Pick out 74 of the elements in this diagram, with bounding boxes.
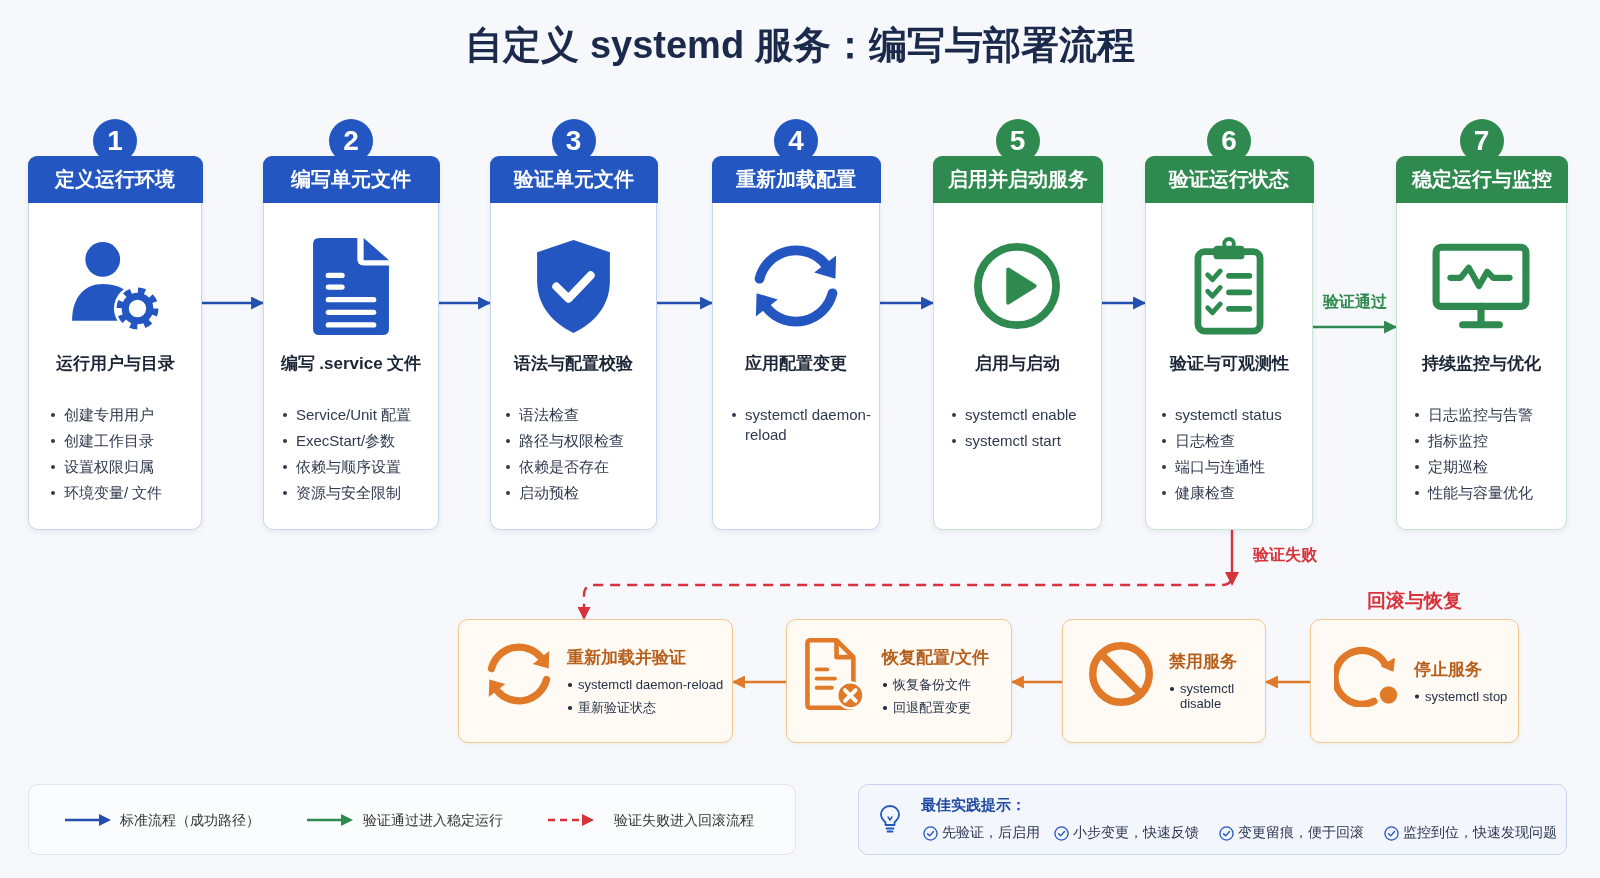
step-header: 编写单元文件 bbox=[262, 155, 440, 203]
step-header: 重新加载配置 bbox=[711, 155, 881, 203]
bullet-item: 日志检查 bbox=[1161, 431, 1235, 451]
bullet-item: 端口与连通性 bbox=[1161, 457, 1265, 477]
step-subtitle: 启用与启动 bbox=[975, 353, 1060, 375]
tips-heading: 最佳实践提示： bbox=[921, 795, 1026, 815]
step-subtitle: 应用配置变更 bbox=[745, 353, 847, 375]
diagram-title: 自定义 systemd 服务：编写与部署流程 bbox=[465, 23, 1135, 68]
step-header: 稳定运行与监控 bbox=[1395, 155, 1568, 203]
tip-text: 小步变更，快速反馈 bbox=[1073, 824, 1199, 842]
bullet-item: systemctl daemon-reload bbox=[731, 405, 873, 445]
rollback-step-card bbox=[458, 619, 733, 743]
arrow bbox=[202, 296, 265, 310]
bullet-item: ExecStart/参数 bbox=[282, 431, 396, 451]
bullet-item: 路径与权限检查 bbox=[505, 431, 624, 451]
bullet-item: 性能与容量优化 bbox=[1414, 483, 1533, 503]
step-header: 定义运行环境 bbox=[27, 155, 203, 203]
bullet-item: 指标监控 bbox=[1414, 431, 1488, 451]
bullet-item: systemctl status bbox=[1161, 405, 1282, 425]
bullet-item: 回退配置变更 bbox=[882, 700, 971, 715]
bullet-item: 依赖是否存在 bbox=[505, 457, 609, 477]
bullet-item: 依赖与顺序设置 bbox=[282, 457, 401, 477]
edge-label: 验证失败 bbox=[1250, 544, 1320, 566]
bullet-item: 定期巡检 bbox=[1414, 457, 1488, 477]
dashed-arrow bbox=[577, 530, 1239, 621]
step-header: 验证运行状态 bbox=[1144, 155, 1314, 203]
legend-text: 验证通过进入稳定运行 bbox=[363, 811, 503, 829]
step-header: 验证单元文件 bbox=[489, 155, 658, 203]
rollback-step-title: 恢复配置/文件 bbox=[882, 647, 989, 669]
step-subtitle: 持续监控与优化 bbox=[1422, 353, 1541, 375]
step-subtitle: 运行用户与目录 bbox=[55, 353, 175, 375]
bullet-item: 环境变量/ 文件 bbox=[50, 483, 163, 503]
rollback-step-card bbox=[786, 619, 1012, 743]
bullet-item: systemctl disable bbox=[1169, 681, 1247, 711]
bullet-item: 启动预检 bbox=[505, 483, 579, 503]
rollback-step-title: 停止服务 bbox=[1414, 658, 1482, 681]
group-heading: 回滚与恢复 bbox=[1367, 589, 1462, 613]
bullet-item: 健康检查 bbox=[1161, 483, 1235, 503]
arrow bbox=[439, 296, 492, 310]
arrow bbox=[731, 675, 786, 689]
tip-text: 先验证，后启用 bbox=[942, 824, 1040, 842]
bullet-item: systemctl daemon-reload bbox=[567, 677, 724, 692]
step-subtitle: 编写 .service 文件 bbox=[280, 353, 422, 375]
step-subtitle: 验证与可观测性 bbox=[1169, 353, 1289, 375]
rollback-step-card bbox=[1310, 619, 1519, 743]
legend-text: 标准流程（成功路径） bbox=[120, 811, 260, 829]
rollback-step-card bbox=[1062, 619, 1266, 743]
bullet-item: 重新验证状态 bbox=[567, 700, 656, 715]
bullet-item: 语法检查 bbox=[505, 405, 579, 425]
tip-text: 监控到位，快速发现问题 bbox=[1403, 824, 1557, 842]
rollback-step-title: 禁用服务 bbox=[1169, 651, 1237, 673]
step-header: 启用并启动服务 bbox=[932, 155, 1103, 203]
bullet-item: 创建专用用户 bbox=[50, 405, 154, 425]
arrow bbox=[1264, 675, 1310, 689]
bullet-item: 设置权限归属 bbox=[50, 457, 154, 477]
bullet-item: systemctl stop bbox=[1414, 688, 1508, 704]
arrow bbox=[1010, 675, 1062, 689]
bullet-item: systemctl enable bbox=[951, 405, 1077, 425]
bullet-item: 创建工作目录 bbox=[50, 431, 154, 451]
tip-text: 变更留痕，便于回滚 bbox=[1238, 824, 1364, 842]
arrow bbox=[657, 296, 714, 310]
step-subtitle: 语法与配置校验 bbox=[514, 353, 633, 375]
rollback-step-title: 重新加载并验证 bbox=[567, 647, 686, 669]
legend-text: 验证失败进入回滚流程 bbox=[614, 811, 754, 829]
arrow bbox=[880, 296, 935, 310]
bullet-item: Service/Unit 配置 bbox=[282, 405, 412, 425]
bullet-item: 恢复备份文件 bbox=[882, 677, 971, 692]
bullet-item: 资源与安全限制 bbox=[282, 483, 401, 503]
arrow bbox=[1102, 296, 1147, 310]
tips-panel bbox=[858, 784, 1567, 855]
arrow bbox=[1313, 320, 1398, 334]
bullet-item: systemctl start bbox=[951, 431, 1061, 451]
edge-label: 验证通过 bbox=[1320, 291, 1390, 313]
bullet-item: 日志监控与告警 bbox=[1414, 405, 1533, 425]
